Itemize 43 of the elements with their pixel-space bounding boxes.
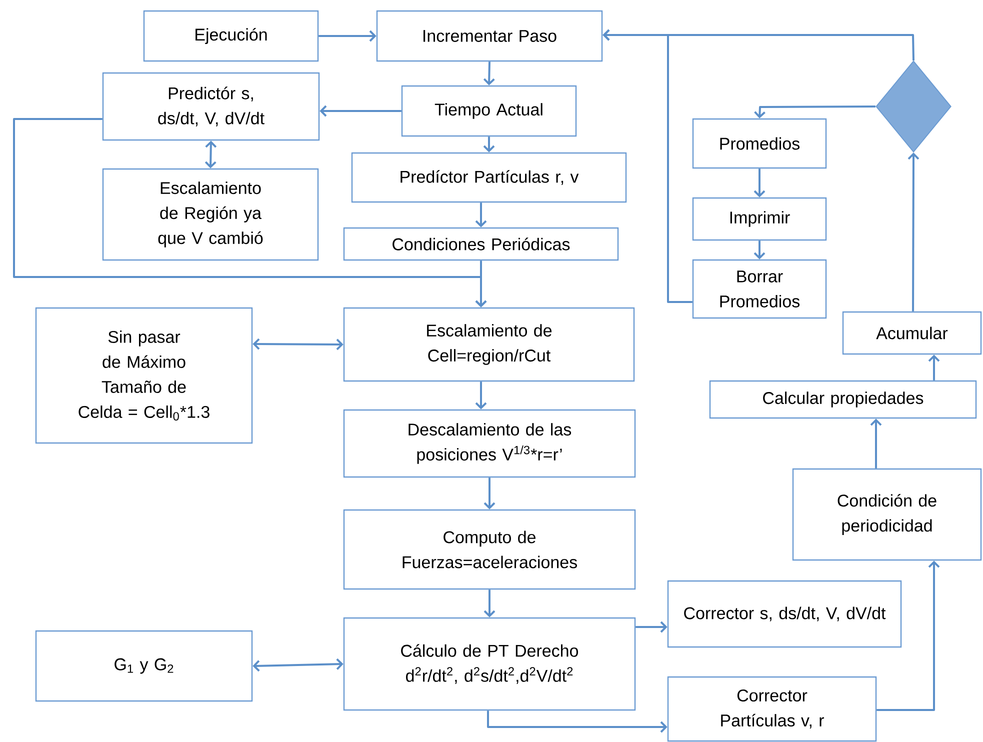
- arrow: [754, 240, 766, 260]
- process-box: Condición de periodicidad: [792, 468, 982, 561]
- process-box: Escalamiento de Región ya que V cambió: [102, 168, 319, 261]
- arrow: [484, 590, 496, 618]
- process-box: Borrar Promedios: [692, 259, 827, 319]
- process-box: G$_{1}$ y G$_{2}$: [35, 630, 253, 702]
- process-box: Descalamiento de las posiciones V$^{1/3}$*r=r’: [343, 409, 636, 478]
- process-box: Sin pasar de Máximo Tamaño de Celda = Cell$_{0}$*1.3: [35, 307, 253, 444]
- process-box: Computo de Fuerzas=aceleraciones: [343, 509, 636, 590]
- process-box: Ejecución: [143, 10, 319, 62]
- arrow: [483, 136, 495, 152]
- arrow: [475, 202, 487, 228]
- arrow: [876, 560, 940, 711]
- process-box: Imprimir: [692, 197, 827, 241]
- arrow: [483, 62, 495, 86]
- arrow: [484, 478, 496, 510]
- arrow: [928, 354, 940, 380]
- arrow: [487, 710, 668, 733]
- arrow: [318, 30, 376, 42]
- arrow: [754, 168, 766, 198]
- process-box: Condiciones Periódicas: [343, 227, 619, 261]
- arrow: [754, 106, 876, 118]
- process-box: Predíctor Partículas r, v: [351, 152, 627, 203]
- process-box: Escalamiento de Cell=region/rCut: [343, 307, 635, 382]
- arrow: [252, 338, 344, 350]
- arrow: [636, 621, 668, 633]
- arrow: [320, 105, 402, 117]
- arrow: [908, 152, 920, 312]
- process-box: Corrector Partículas v, r: [667, 676, 877, 742]
- process-box: Corrector s, ds/dt, V, dV/dt: [667, 580, 902, 648]
- process-box: Tiempo Actual: [401, 85, 577, 137]
- process-box: Promedios: [692, 118, 827, 169]
- process-box: Predictór s, ds/dt, V, dV/dt: [102, 72, 320, 141]
- process-box: Cálculo de PT Derecho d$^{2}$r/dt$^{2}$, d$^{2}$s/dt$^{2}$,d$^{2}$V/dt$^{2}$: [343, 617, 636, 711]
- process-box: Incrementar Paso: [376, 10, 603, 62]
- process-box: Calcular propiedades: [709, 380, 977, 419]
- arrow: [13, 118, 487, 308]
- arrow: [602, 29, 914, 61]
- arrow: [870, 418, 882, 468]
- arrow: [204, 140, 217, 168]
- arrow: [475, 382, 487, 410]
- process-box: Acumular: [842, 311, 982, 355]
- arrow: [252, 658, 344, 672]
